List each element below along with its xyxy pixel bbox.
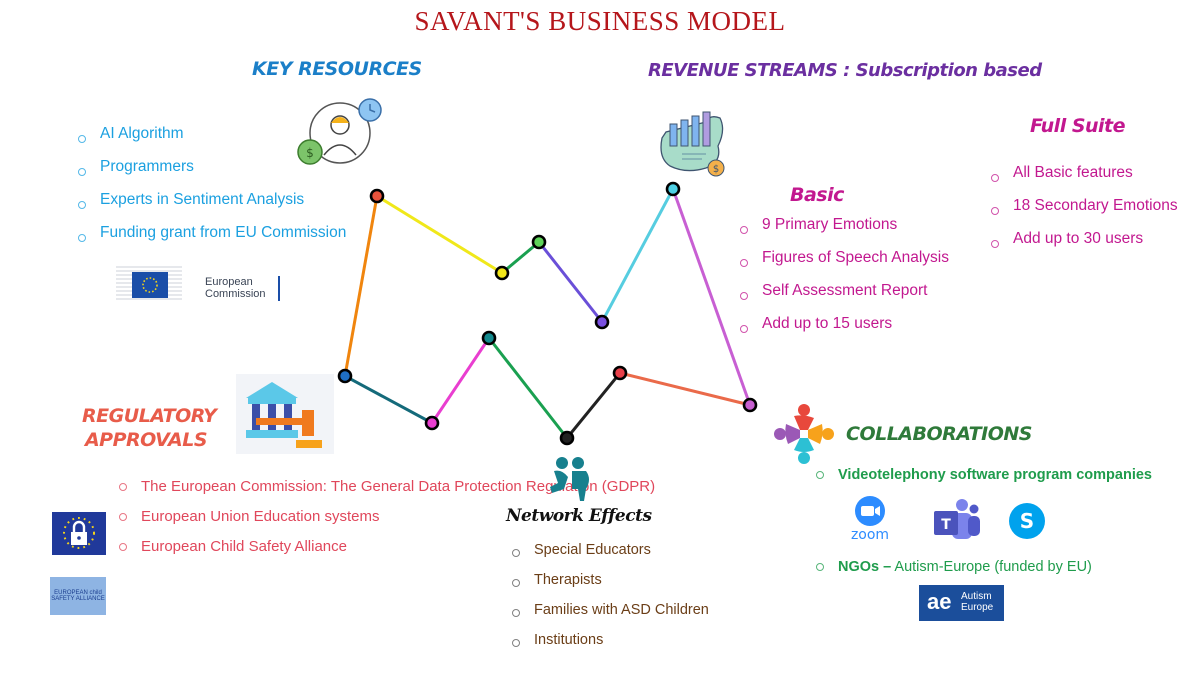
bullet-icon bbox=[991, 173, 999, 182]
list-item: Institutions bbox=[512, 628, 709, 658]
children-icon bbox=[550, 457, 589, 501]
collaborations-heading: COLLABORATIONS bbox=[846, 423, 1032, 445]
list-item: The European Commission: The General Dat… bbox=[119, 472, 655, 502]
microsoft-teams-logo: T bbox=[928, 497, 983, 547]
graph-edge bbox=[376, 194, 503, 275]
graph-node bbox=[665, 181, 681, 197]
bullet-icon bbox=[816, 471, 824, 479]
bullet-icon bbox=[512, 639, 520, 647]
skype-logo: S bbox=[1005, 497, 1060, 547]
graph-edge bbox=[565, 372, 622, 439]
list-item: Add up to 30 users bbox=[991, 227, 1178, 260]
full-suite-list: All Basic features 18 Secondary Emotions… bbox=[991, 161, 1178, 260]
bullet-icon bbox=[78, 167, 86, 176]
network-effects-heading: Network Effects bbox=[506, 506, 652, 526]
basic-list: 9 Primary Emotions Figures of Speech Ana… bbox=[740, 213, 949, 345]
european-commission-logo: European Commission bbox=[112, 262, 284, 304]
child-safety-alliance-logo: EUROPEAN child SAFETY ALLIANCE bbox=[50, 577, 106, 615]
list-item: European Union Education systems bbox=[119, 502, 389, 532]
list-item: NGOs – Autism-Europe (funded by EU) bbox=[816, 555, 1152, 579]
bullet-icon bbox=[991, 206, 999, 215]
zoom-logo: zoom bbox=[843, 493, 898, 543]
list-item: Add up to 15 users bbox=[740, 312, 949, 345]
list-item: Funding grant from EU Commission bbox=[78, 221, 346, 254]
collaborations-list: Videotelephony software program companie… bbox=[816, 463, 1152, 579]
bullet-icon bbox=[991, 239, 999, 248]
eu-flag-icon bbox=[132, 272, 168, 298]
svg-text:$: $ bbox=[713, 164, 719, 175]
list-item: Videotelephony software program companie… bbox=[816, 463, 1152, 555]
graph-edge bbox=[537, 241, 604, 323]
graph-node bbox=[594, 314, 610, 330]
svg-text:zoom: zoom bbox=[851, 527, 889, 543]
svg-text:$: $ bbox=[306, 146, 314, 160]
graph-edge bbox=[619, 371, 751, 407]
graph-edge bbox=[487, 337, 569, 439]
network-effects-list: Special Educators Therapists Families wi… bbox=[512, 538, 709, 658]
svg-text:S: S bbox=[1020, 509, 1034, 533]
revenue-streams-heading: REVENUE STREAMS : Subscription based bbox=[648, 60, 1042, 81]
bullet-icon bbox=[740, 225, 748, 234]
bullet-icon bbox=[740, 258, 748, 267]
bullet-icon bbox=[740, 324, 748, 333]
list-item: European Child Safety Alliance bbox=[119, 532, 389, 562]
graph-edge bbox=[430, 337, 491, 424]
resources-person-icon: $ bbox=[297, 98, 382, 165]
revenue-chart-icon: $ bbox=[660, 111, 725, 177]
list-item: AI Algorithm bbox=[78, 122, 346, 155]
graph-node bbox=[369, 188, 385, 204]
bullet-icon bbox=[78, 233, 86, 242]
bullet-icon bbox=[740, 291, 748, 300]
regulatory-approvals-list: The European Commission: The General Dat… bbox=[119, 472, 655, 562]
bullet-icon bbox=[119, 513, 127, 521]
bullet-icon bbox=[816, 563, 824, 571]
graph-edge bbox=[671, 188, 752, 406]
list-item: All Basic features bbox=[991, 161, 1178, 194]
regulatory-approvals-heading: REGULATORY APPROVALS bbox=[82, 405, 217, 451]
graph-node bbox=[494, 265, 510, 281]
graph-edge bbox=[501, 240, 540, 275]
key-resources-list: AI Algorithm Programmers Experts in Sent… bbox=[78, 122, 346, 254]
bullet-icon bbox=[78, 200, 86, 209]
key-resources-heading: KEY RESOURCES bbox=[252, 58, 422, 80]
bullet-icon bbox=[512, 609, 520, 617]
list-item: 9 Primary Emotions bbox=[740, 213, 949, 246]
graph-node bbox=[424, 415, 440, 431]
bullet-icon bbox=[512, 549, 520, 557]
list-item: Figures of Speech Analysis bbox=[740, 246, 949, 279]
bullet-icon bbox=[119, 543, 127, 551]
page-title: SAVANT'S BUSINESS MODEL bbox=[414, 6, 786, 36]
bullet-icon bbox=[512, 579, 520, 587]
graph-edge bbox=[600, 188, 675, 323]
graph-edge bbox=[344, 374, 433, 425]
graph-node bbox=[337, 368, 353, 384]
graph-edge bbox=[343, 195, 379, 377]
gdpr-lock-icon bbox=[52, 512, 106, 555]
graph-node bbox=[742, 397, 758, 413]
list-item: Families with ASD Children bbox=[512, 598, 709, 628]
collaboration-people-icon bbox=[774, 404, 834, 464]
list-item: Therapists bbox=[512, 568, 709, 598]
graph-node bbox=[531, 234, 547, 250]
list-item: Experts in Sentiment Analysis bbox=[78, 188, 346, 221]
list-item: Programmers bbox=[78, 155, 346, 188]
graph-node bbox=[559, 430, 575, 446]
svg-text:T: T bbox=[941, 517, 951, 533]
list-item: Special Educators bbox=[512, 538, 709, 568]
graph-node bbox=[612, 365, 628, 381]
graph-node bbox=[481, 330, 497, 346]
list-item: 18 Secondary Emotions bbox=[991, 194, 1178, 227]
basic-heading: Basic bbox=[790, 184, 844, 206]
bullet-icon bbox=[119, 483, 127, 491]
list-item: Self Assessment Report bbox=[740, 279, 949, 312]
bullet-icon bbox=[78, 134, 86, 143]
courthouse-gavel-icon bbox=[236, 374, 334, 454]
autism-europe-logo: ae Autism Europe bbox=[919, 585, 1004, 621]
full-suite-heading: Full Suite bbox=[1030, 115, 1126, 137]
